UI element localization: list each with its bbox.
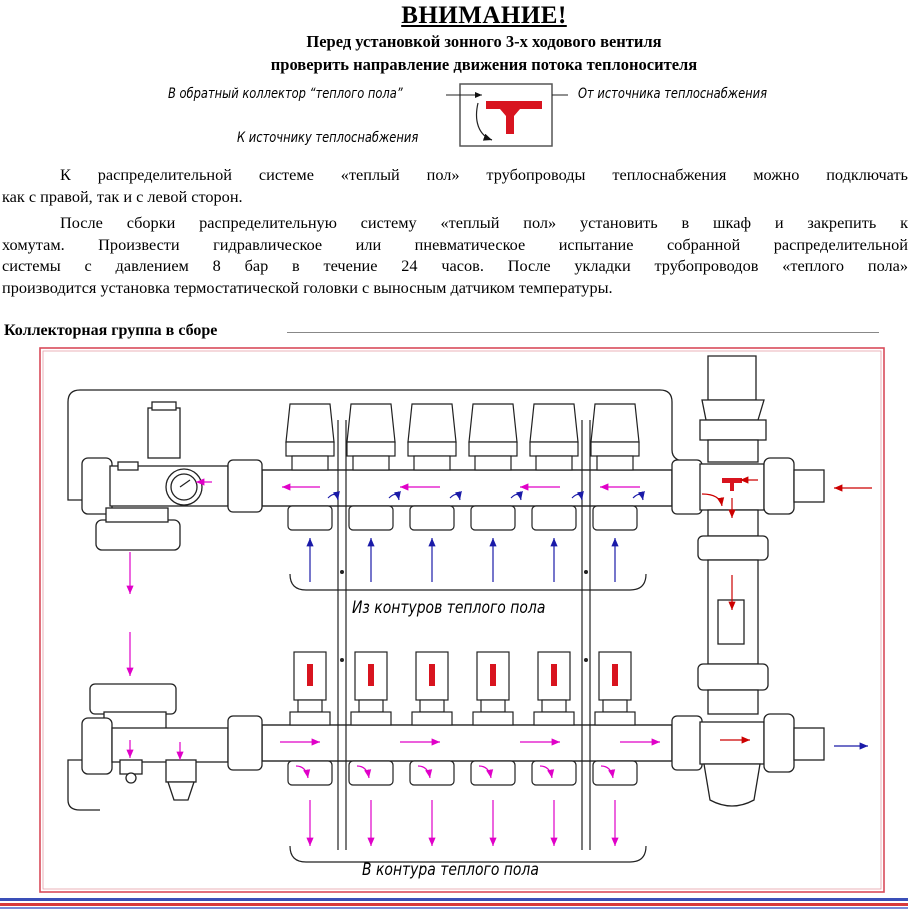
label-to-source: К источнику теплоснабжения [237,130,419,146]
paragraph-line: как с правой, так и с левой сторон. [2,186,243,206]
footer-stripe-light [0,907,908,909]
from-loops-arrows [306,491,868,750]
label-from-loops: Из контуров теплого пола [352,598,546,618]
footer-stripe-red [0,903,908,906]
left-supply-assembly [81,401,263,551]
paragraph-line: производится установка термостатической … [2,277,613,297]
section-divider [287,332,879,333]
warning-title: ВНИМАНИЕ! [401,2,567,29]
flow-meter-indicators [307,664,618,686]
return-outlet-fittings [287,760,638,786]
right-return-assembly [671,713,825,807]
label-to-loops: В контура теплого пола [362,860,539,880]
label-return-collector: В обратный коллектор “теплого пола” [168,86,403,102]
return-manifold-bar [261,724,673,762]
return-flow-meters [289,651,636,726]
warning-line-1: Перед установкой зонного 3-х ходового ве… [306,32,662,51]
supply-outlet-caps [285,403,640,471]
footer-stripe-blue [0,898,908,901]
paragraph-line: К распределительной системе «теплый пол»… [60,165,908,184]
label-from-source: От источника теплоснабжения [578,86,768,102]
supply-manifold-bar [261,469,673,507]
section-title: Коллекторная группа в сборе [4,322,218,339]
source-arrows [701,476,872,744]
paragraph-connection: К распределительной системе «теплый пол»… [2,164,908,207]
paragraph-line: После сборки распределительную систему «… [60,213,908,232]
warning-line-2: проверить направление движения потока те… [270,55,698,74]
paragraph-installation: После сборки распределительную систему «… [2,212,908,298]
to-loops-arrows [126,478,660,846]
diagram-frame [39,347,885,893]
paragraph-line: системы с давлением 8 бар в течение 24 ч… [2,256,908,275]
three-way-valve-icon [446,83,568,147]
left-return-assembly [81,683,263,801]
right-supply-assembly [671,355,825,715]
supply-outlet-fittings [287,505,638,531]
paragraph-line: хомутам. Произвести гидравлическое или п… [2,234,908,254]
